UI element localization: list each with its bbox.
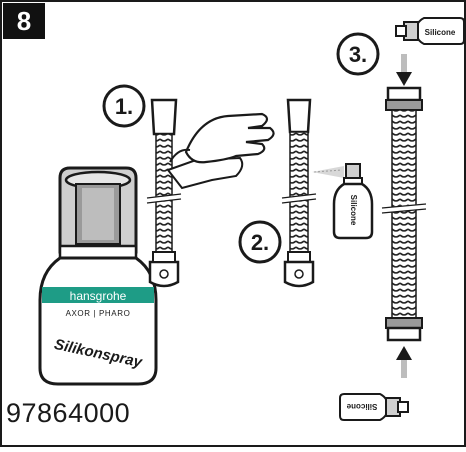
step-number: 8 — [17, 6, 31, 36]
step2-label: 2. — [251, 230, 269, 255]
top-bottle-label: Silicone — [425, 28, 456, 37]
part-number: 97864000 — [6, 398, 130, 429]
sub-brands: AXOR | PHARO — [66, 309, 131, 318]
step1-label: 1. — [115, 94, 133, 119]
bottom-bottle-label: Silicone — [346, 402, 377, 411]
brand-name: hansgrohe — [70, 289, 127, 303]
step3-label: 3. — [349, 42, 367, 67]
spray-can-label: Silicone — [349, 195, 358, 226]
